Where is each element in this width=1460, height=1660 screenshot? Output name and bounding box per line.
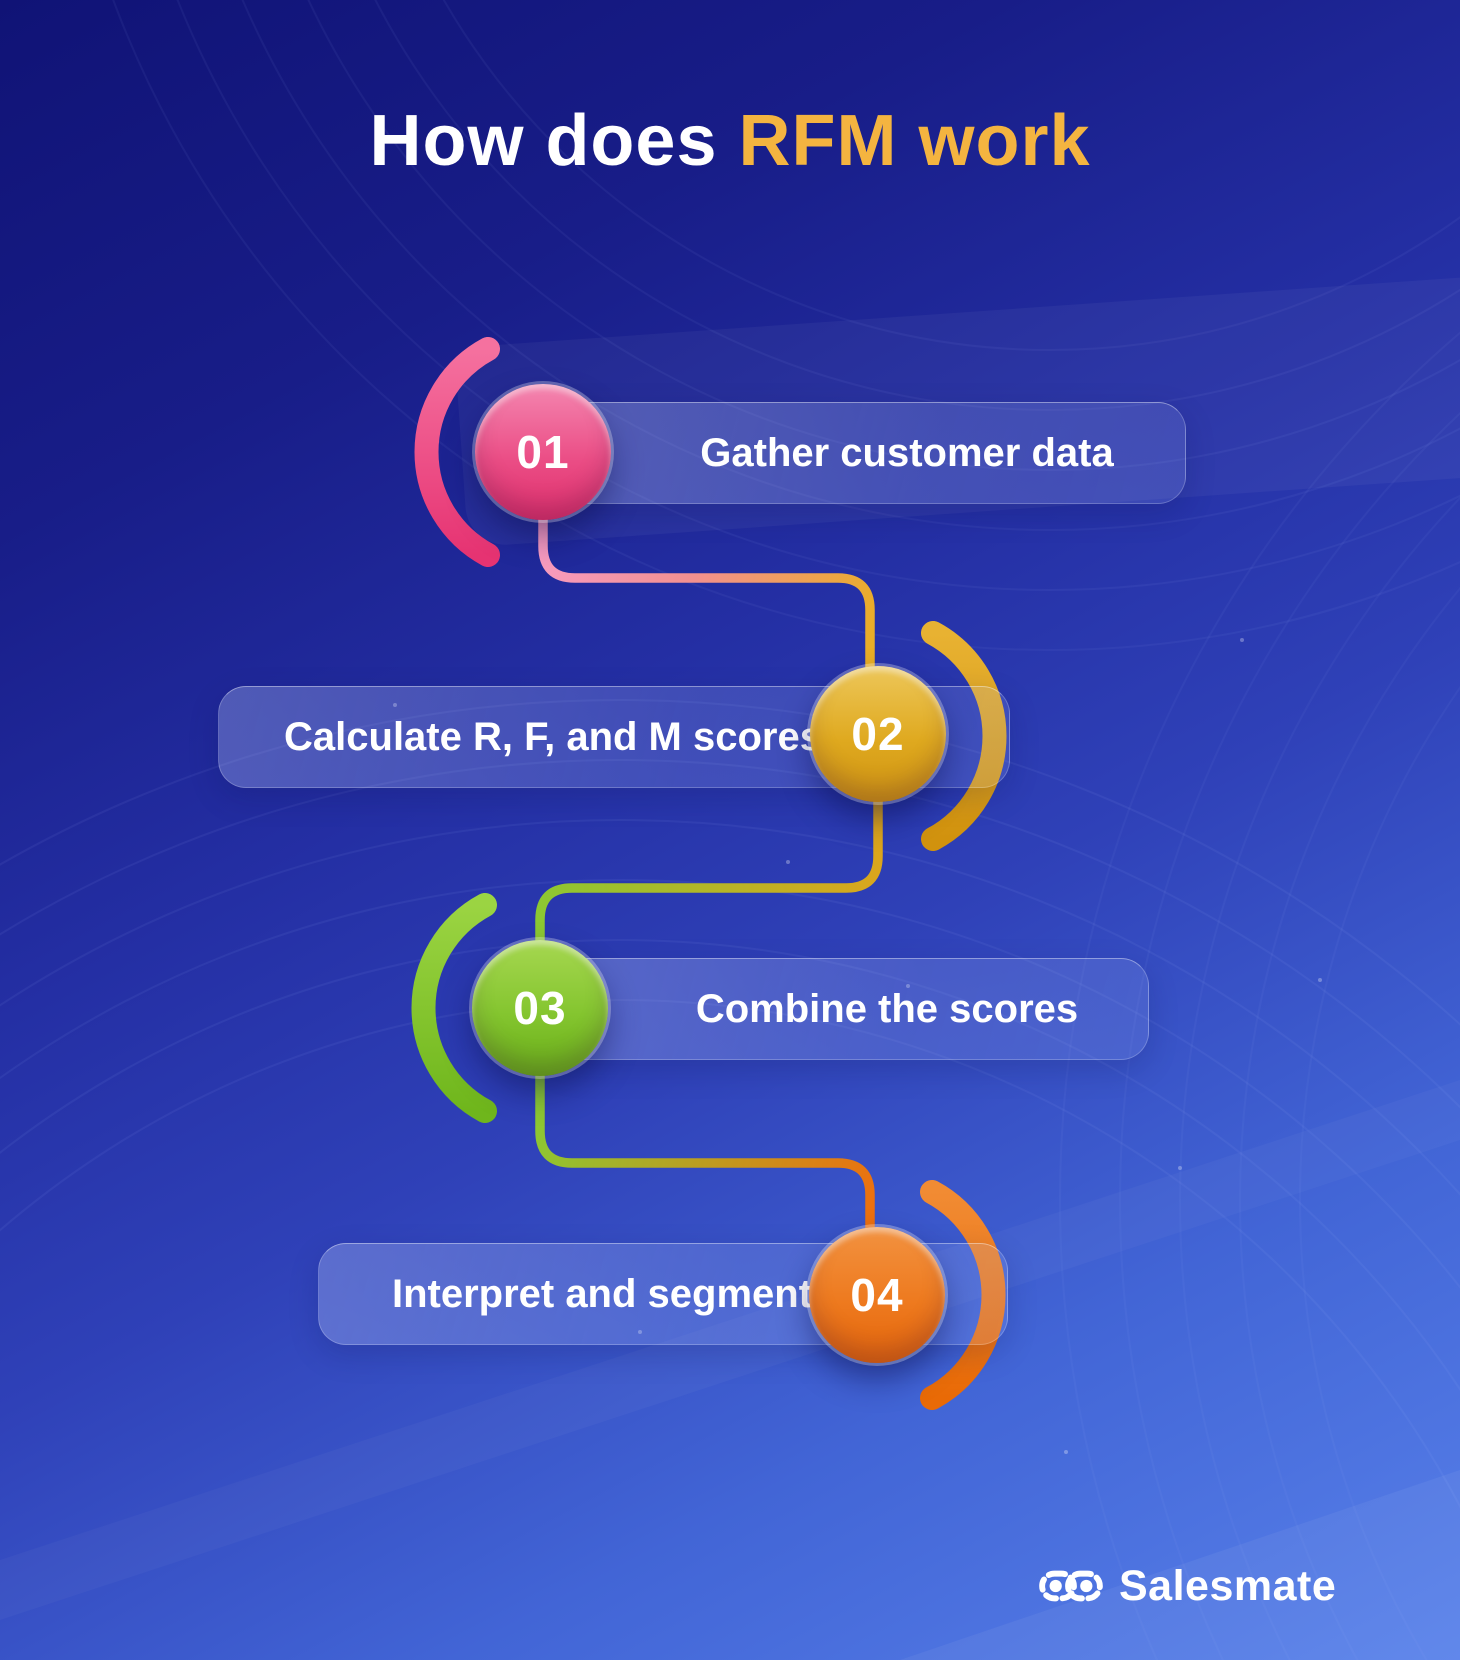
decor-star-specks (393, 638, 1322, 1454)
decor-bottom-triangle (900, 1470, 1460, 1660)
connector-step1-step2 (538, 500, 875, 677)
brand-footer: Salesmate (1038, 1556, 1336, 1616)
step-2-circle: 02 (810, 666, 946, 802)
salesmate-logo-text: Salesmate (1119, 1561, 1337, 1610)
page-title-white: How does (369, 101, 718, 181)
step-4-number: 04 (850, 1269, 904, 1321)
page-title: How does RFM work (0, 100, 1460, 182)
decor-rings-middle (0, 699, 1460, 1509)
step-3-pill: Combine the scores (545, 958, 1149, 1060)
step-2-label: Calculate R, F, and M scores (284, 714, 822, 759)
decor-light-band (457, 273, 1460, 545)
step-1-circle: 01 (475, 384, 611, 520)
step-1-number: 01 (516, 426, 570, 478)
step-1-arc (414, 337, 500, 567)
step-1-label: Gather customer data (700, 430, 1114, 475)
step-3-circle: 03 (472, 940, 608, 1076)
salesmate-logo-icon (1039, 1570, 1103, 1602)
step-3-label: Combine the scores (695, 986, 1079, 1031)
decor-rings-right (1059, 331, 1460, 1660)
page-title-accent: RFM work (738, 101, 1091, 181)
step-4-label: Interpret and segment (391, 1271, 813, 1316)
decor-rings-top-left (112, 0, 1460, 651)
connector-step3-step4 (535, 1063, 875, 1237)
step-4-arc (920, 1180, 1006, 1410)
step-1-pill: Gather customer data (548, 402, 1186, 504)
step-3-arc (411, 893, 497, 1123)
step-3-number: 03 (513, 982, 567, 1034)
step-2-arc (921, 621, 1007, 851)
step-4-circle: 04 (809, 1227, 945, 1363)
connector-step2-step3 (535, 795, 883, 953)
step-2-number: 02 (851, 708, 905, 760)
